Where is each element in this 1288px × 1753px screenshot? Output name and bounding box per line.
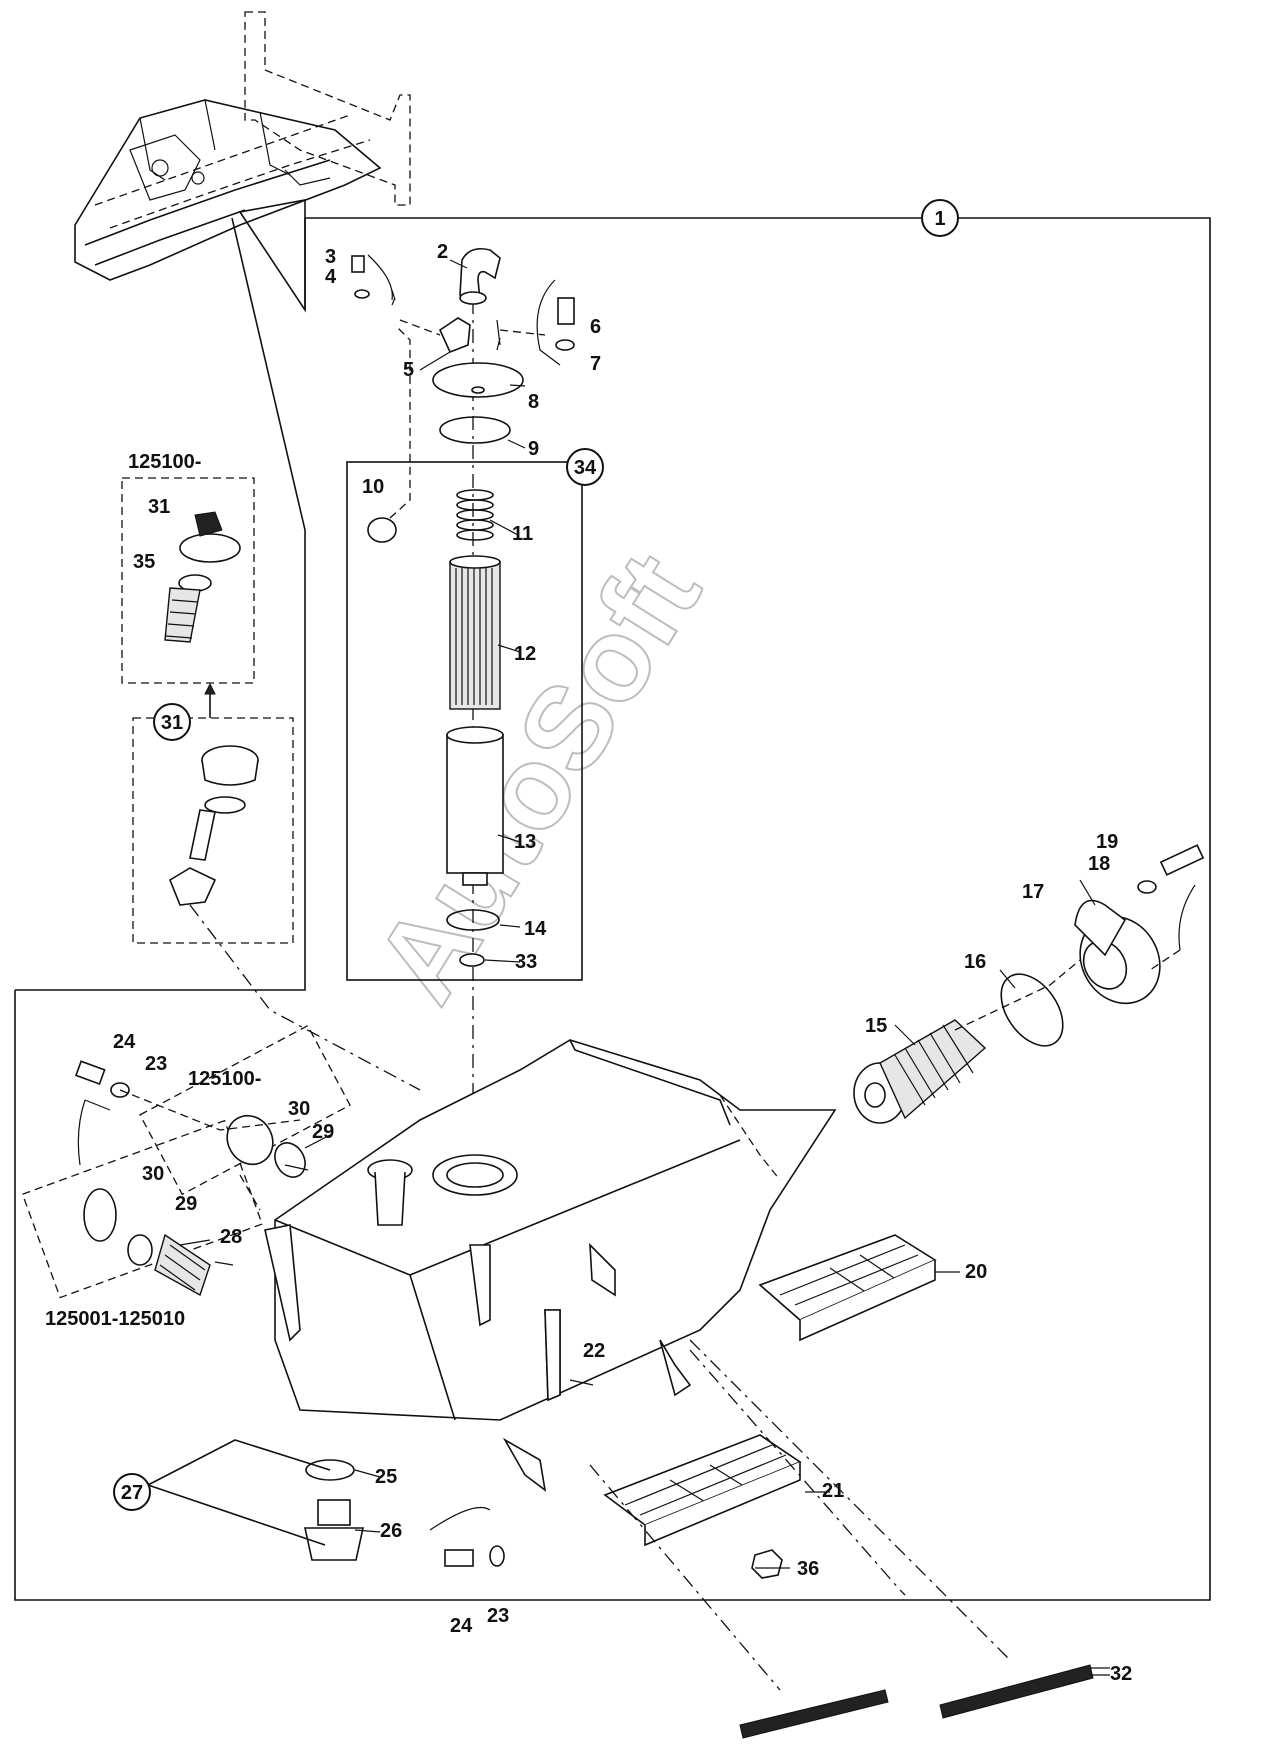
washer-33 [459,953,485,967]
label-29b: 29 [175,1193,197,1215]
bolt-24-lower [444,1545,505,1567]
bolt-6 [496,297,575,351]
label-23b: 23 [487,1605,509,1627]
elbow-fitting [459,247,501,305]
drain-plug-26 [304,1499,364,1561]
label-31: 31 [148,496,170,518]
filter-kit-box [346,461,583,981]
serial-note-cap: 125100- [128,451,201,473]
bolt-19 [1137,844,1205,894]
filler-cap-old [169,745,259,906]
label-36: 36 [797,1558,819,1580]
flange-inset-new [139,1024,351,1196]
label-24b: 24 [450,1615,473,1637]
watermark: AutoSoft [350,531,726,1023]
strainer-35 [164,574,212,643]
part-labels: 2 3 4 5 6 7 8 9 10 11 12 13 14 33 15 16 … [113,241,1132,1685]
label-21: 21 [822,1480,844,1502]
plug [367,324,411,543]
trim-strips [739,1664,1094,1739]
hydraulic-tank [264,1039,837,1492]
label-8: 8 [528,391,539,413]
label-30a: 30 [288,1098,310,1120]
label-24a: 24 [113,1031,136,1053]
label-25: 25 [375,1466,397,1488]
cap-inset-box [121,477,255,684]
label-22: 22 [583,1340,605,1362]
serial-note-flange: 125100- [188,1068,261,1090]
label-14: 14 [524,918,547,940]
leader-lines [179,259,1110,1676]
label-16: 16 [964,951,986,973]
label-18: 18 [1088,853,1110,875]
label-4: 4 [325,266,337,288]
label-10: 10 [362,476,384,498]
label-35: 35 [133,551,155,573]
label-9: 9 [528,438,539,460]
cap-kit-callout: 27 [113,1473,151,1511]
label-13: 13 [514,831,536,853]
filler-cap-box [132,717,294,944]
label-30b: 30 [142,1163,164,1185]
spring [456,489,494,541]
sleeve [438,317,471,354]
label-17: 17 [1022,881,1044,903]
flange-inset-old [21,1119,264,1299]
seal-25 [305,1459,355,1481]
svg-text:34: 34 [574,457,597,479]
flange-30-new [226,1114,306,1178]
filter-housing [446,726,504,886]
serial-note-range: 125001-125010 [45,1308,185,1330]
step-21 [603,1434,802,1547]
cover-plate [432,362,524,398]
bolt-3 [351,255,396,306]
label-19: 19 [1096,831,1118,853]
label-15: 15 [865,1015,887,1037]
main-assembly-callout: 1 [921,199,959,237]
label-23a: 23 [145,1053,167,1075]
nut-36 [751,1549,783,1579]
svg-text:27: 27 [121,1482,143,1504]
label-33: 33 [515,951,537,973]
o-ring-9 [439,416,511,444]
label-2: 2 [437,241,448,263]
label-12: 12 [514,643,536,665]
label-26: 26 [380,1520,402,1542]
step-20 [758,1234,937,1342]
chassis-frame [74,11,411,281]
svg-text:1: 1 [934,208,945,230]
label-28: 28 [220,1226,242,1248]
suction-filter [853,1019,987,1124]
bolt-24-upper [74,1060,130,1098]
svg-text:31: 31 [161,712,183,734]
label-11: 11 [512,523,533,545]
o-ring-14 [446,909,500,931]
filler-cap-new [179,511,241,563]
gasket-16 [1000,973,1064,1047]
suction-flange [1074,899,1161,1005]
flange-30-old [83,1188,211,1297]
filter-element [449,555,501,710]
label-29a: 29 [312,1121,334,1143]
bracket-22 [544,1309,561,1402]
filler-cap-callout: 31 [153,703,191,741]
label-20: 20 [965,1261,987,1283]
label-5: 5 [403,359,414,381]
label-7: 7 [590,353,601,375]
label-6: 6 [590,316,601,338]
filter-kit-callout: 34 [566,448,604,486]
label-3: 3 [325,246,336,268]
label-32: 32 [1110,1663,1132,1685]
